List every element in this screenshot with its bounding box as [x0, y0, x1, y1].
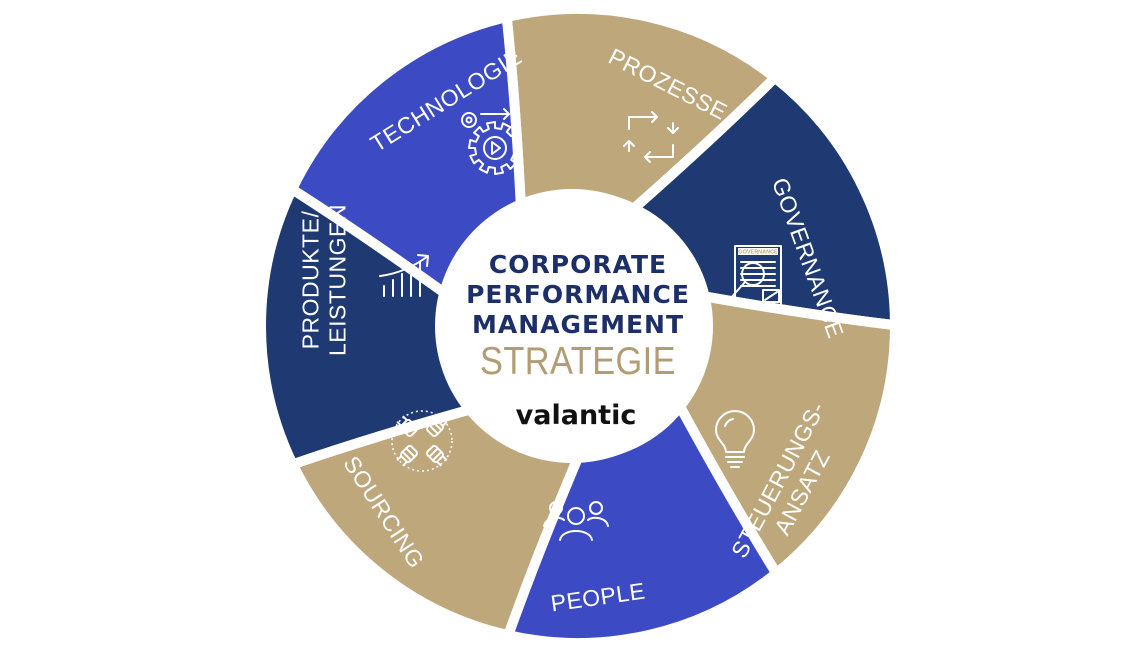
fist-shape — [396, 445, 418, 467]
governance-icon-text: GOVERNANCE — [738, 250, 778, 256]
lightbulb-icon — [715, 410, 755, 468]
growth-chart-icon — [379, 254, 429, 297]
center-title-line-3: MANAGEMENT — [472, 310, 684, 339]
fist-bump-icon — [391, 410, 453, 472]
segments-group — [256, 3, 901, 646]
segment-label-line: PRODUKTE/ — [298, 211, 324, 350]
segment-icons-group: GOVERNANCE — [379, 108, 782, 541]
cycle-arrows-icon — [623, 111, 679, 163]
segment-label-produkte: PRODUKTE/LEISTUNGEN — [298, 204, 351, 356]
center-subtitle: STRATEGIE — [480, 340, 676, 383]
center-hub: CORPORATE PERFORMANCE MANAGEMENT STRATEG… — [435, 189, 709, 463]
governance-banner — [738, 248, 778, 255]
dotted-ring — [391, 410, 453, 472]
brand-logo: valantic — [516, 400, 637, 431]
people-icon — [543, 501, 609, 541]
gear-play-icon — [461, 108, 522, 175]
fist-shape — [426, 445, 448, 467]
fist-shape — [426, 415, 448, 437]
center-circle — [435, 189, 709, 463]
center-title-line-2: PERFORMANCE — [466, 280, 690, 309]
center-title-line-1: CORPORATE — [489, 250, 667, 279]
fist-shape — [396, 415, 418, 437]
governance-document-icon: GOVERNANCE — [728, 245, 782, 307]
segment-label-line: LEISTUNGEN — [325, 204, 351, 356]
